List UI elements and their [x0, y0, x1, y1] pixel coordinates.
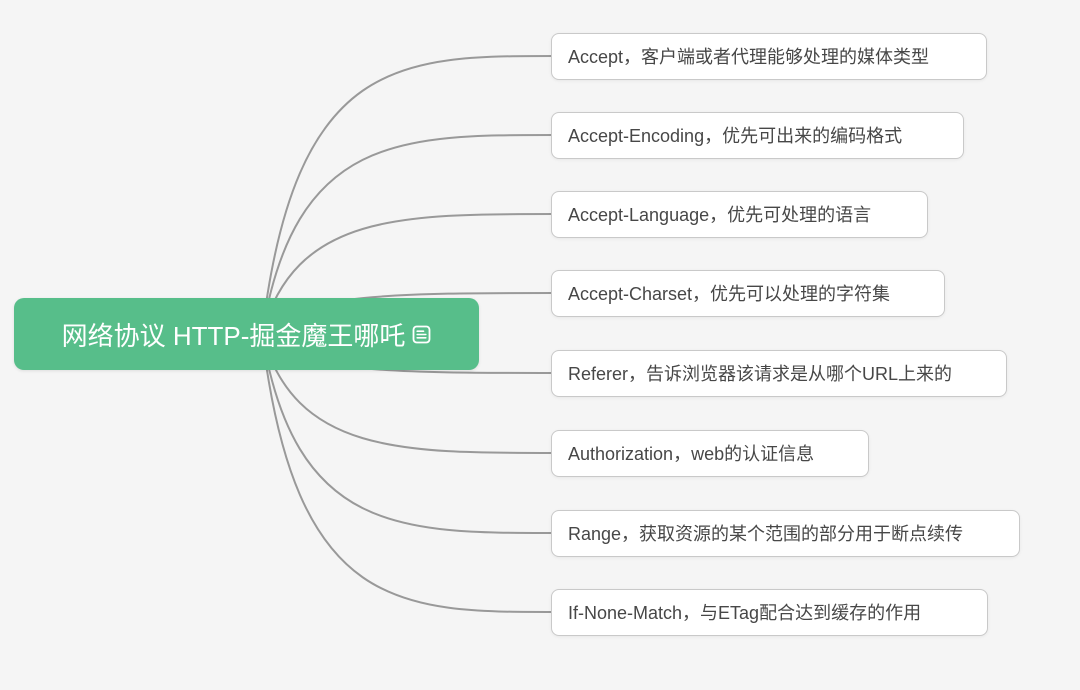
branch-node[interactable]: Accept-Charset，优先可以处理的字符集 [551, 269, 945, 317]
branch-connector-line [261, 55, 555, 335]
branch-node-label: If-None-Match，与ETag配合达到缓存的作用 [568, 603, 922, 623]
branch-node-label: Accept-Charset，优先可以处理的字符集 [568, 284, 891, 304]
root-node-label: 网络协议 HTTP-掘金魔王哪吒 [61, 320, 406, 351]
branch-node-label: Authorization，web的认证信息 [568, 444, 815, 464]
branch-node-label: Accept-Language，优先可处理的语言 [568, 205, 872, 225]
branch-node-label: Range，获取资源的某个范围的部分用于断点续传 [568, 524, 964, 544]
branch-node-label: Accept-Encoding，优先可出来的编码格式 [568, 126, 903, 146]
branch-node[interactable]: Authorization，web的认证信息 [551, 429, 869, 477]
branch-node[interactable]: Accept，客户端或者代理能够处理的媒体类型 [551, 32, 987, 80]
note-icon[interactable] [412, 325, 431, 344]
branch-node[interactable]: Referer，告诉浏览器该请求是从哪个URL上来的 [551, 349, 1007, 397]
branch-connector-line [261, 333, 555, 613]
branch-node-label: Referer，告诉浏览器该请求是从哪个URL上来的 [568, 364, 953, 384]
branch-node-label: Accept，客户端或者代理能够处理的媒体类型 [568, 47, 930, 67]
branch-node[interactable]: Accept-Language，优先可处理的语言 [551, 190, 928, 238]
root-node[interactable]: 网络协议 HTTP-掘金魔王哪吒 [14, 298, 479, 370]
branch-node[interactable]: Accept-Encoding，优先可出来的编码格式 [551, 111, 964, 159]
branch-node[interactable]: Range，获取资源的某个范围的部分用于断点续传 [551, 509, 1020, 557]
branch-node[interactable]: If-None-Match，与ETag配合达到缓存的作用 [551, 588, 988, 636]
